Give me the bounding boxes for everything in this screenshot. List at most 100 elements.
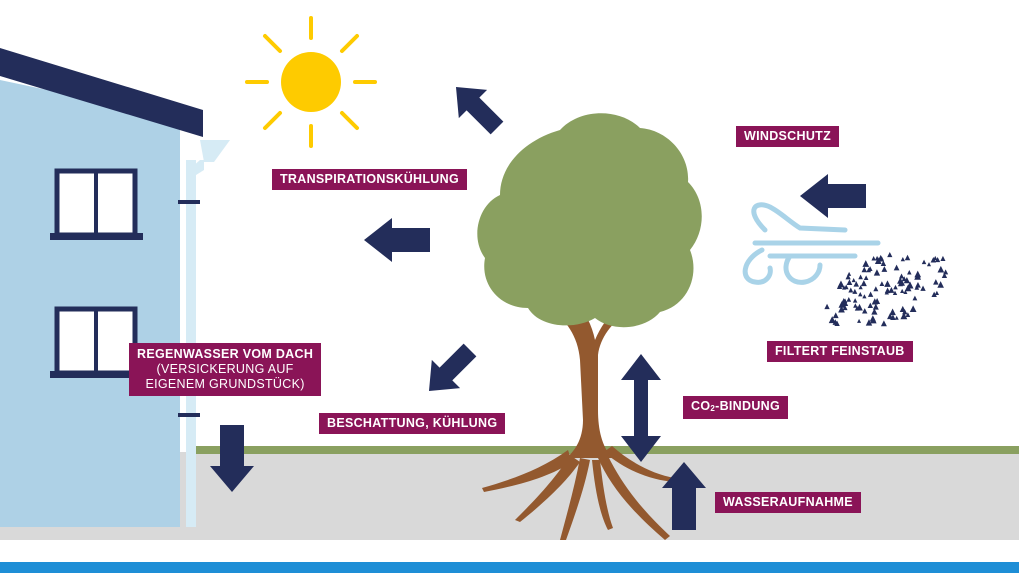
dust-particle: [858, 274, 863, 280]
dust-particle: [893, 264, 900, 271]
dust-particle: [862, 294, 867, 299]
dust-particle: [858, 285, 863, 290]
label-co2-bindung: CO2-BINDUNG: [683, 396, 789, 419]
co2-prefix: CO: [691, 399, 711, 413]
label-beschattung: BESCHATTUNG, KÜHLUNG: [319, 413, 506, 434]
dust-particle: [903, 277, 911, 284]
dust-particle: [912, 295, 918, 301]
dust-icon: [824, 251, 949, 327]
window-upper: [50, 168, 143, 240]
dust-particle: [930, 256, 937, 263]
dust-particle: [935, 256, 941, 263]
dust-particle: [892, 290, 898, 296]
dust-particle: [828, 316, 836, 324]
dust-particle: [858, 291, 863, 297]
dust-particle: [871, 308, 878, 315]
dust-particle: [894, 315, 899, 320]
dust-particle: [914, 270, 922, 278]
dust-particle: [907, 269, 912, 275]
dust-particle: [940, 255, 946, 261]
dust-particle: [851, 278, 856, 283]
arrow-co2-double: [621, 354, 661, 462]
dust-particle: [871, 298, 878, 305]
dust-particle: [937, 281, 944, 288]
dust-particle: [900, 312, 908, 320]
dust-particle: [941, 272, 948, 279]
dust-particle: [869, 315, 876, 322]
dust-particle: [884, 280, 891, 287]
dust-particle: [921, 259, 927, 265]
dust-particle: [943, 269, 949, 275]
tree-trunk: [552, 300, 628, 458]
dust-particle: [865, 319, 873, 326]
co2-suffix: -BINDUNG: [715, 399, 781, 413]
dust-particle: [934, 290, 940, 296]
dust-particle: [903, 289, 908, 294]
dust-particle: [860, 280, 867, 287]
dust-particle: [937, 265, 945, 273]
label-regenwasser-sub2: EIGENEM GRUNDSTÜCK): [145, 377, 305, 391]
sun-icon: [245, 16, 377, 148]
dust-particle: [893, 284, 898, 290]
dust-particle: [899, 273, 905, 279]
dust-particle: [862, 260, 870, 267]
dust-particle: [905, 312, 911, 317]
dust-particle: [880, 320, 887, 327]
dust-particle: [871, 256, 876, 261]
tree-icon: [477, 113, 702, 328]
dust-particle: [846, 279, 853, 286]
dust-particle: [904, 254, 911, 261]
arrow-windschutz: [800, 174, 866, 218]
arrow-transpiration: [455, 86, 504, 135]
dust-particle: [888, 287, 895, 293]
dust-particle: [840, 298, 847, 305]
dust-particle: [852, 298, 858, 303]
dust-particle: [900, 257, 905, 262]
dust-particle: [884, 287, 891, 294]
label-regenwasser-head: REGENWASSER VOM DACH: [137, 347, 314, 361]
dust-particle: [909, 305, 917, 313]
dust-particle: [887, 251, 893, 258]
label-windschutz: WINDSCHUTZ: [736, 126, 840, 147]
dust-particle: [867, 291, 874, 297]
tree-roots: [482, 446, 675, 540]
dust-particle: [874, 255, 880, 261]
dust-particle: [926, 262, 932, 267]
dust-particle: [857, 318, 862, 323]
dust-particle: [824, 303, 830, 310]
dust-particle: [842, 305, 848, 311]
dust-particle: [867, 302, 874, 308]
dust-particle: [933, 279, 939, 285]
dust-particle: [863, 275, 869, 281]
dust-particle: [846, 296, 852, 302]
dust-particle: [853, 281, 860, 287]
arrow-wasseraufnahme: [662, 462, 706, 530]
dust-particle: [838, 305, 845, 313]
arrow-beschattung: [428, 343, 477, 392]
dust-particle: [843, 284, 849, 290]
dust-particle: [853, 303, 858, 308]
dust-particle: [832, 319, 839, 325]
dust-particle: [899, 280, 905, 286]
dust-particle: [832, 312, 839, 319]
house-icon: [0, 48, 230, 527]
window-lower: [50, 306, 143, 378]
dust-particle: [931, 291, 937, 298]
dust-particle: [880, 260, 887, 266]
label-transpirationskuehlung: TRANSPIRATIONSKÜHLUNG: [272, 169, 467, 190]
dust-particle: [861, 266, 868, 273]
white-band: [0, 540, 1019, 562]
dust-particle: [845, 274, 851, 280]
dust-particle: [873, 286, 879, 292]
wind-icon: [742, 202, 881, 285]
dust-particle: [872, 303, 879, 310]
dust-particle: [862, 308, 868, 314]
label-filtert-feinstaub: FILTERT FEINSTAUB: [767, 341, 913, 362]
arrow-cooling-left: [364, 218, 430, 262]
dust-particle: [914, 285, 920, 290]
dust-particle: [866, 267, 872, 273]
dust-particle: [905, 285, 911, 290]
label-regenwasser: REGENWASSER VOM DACH (VERSICKERUNG AUF E…: [129, 343, 322, 396]
dust-particle: [920, 285, 926, 291]
